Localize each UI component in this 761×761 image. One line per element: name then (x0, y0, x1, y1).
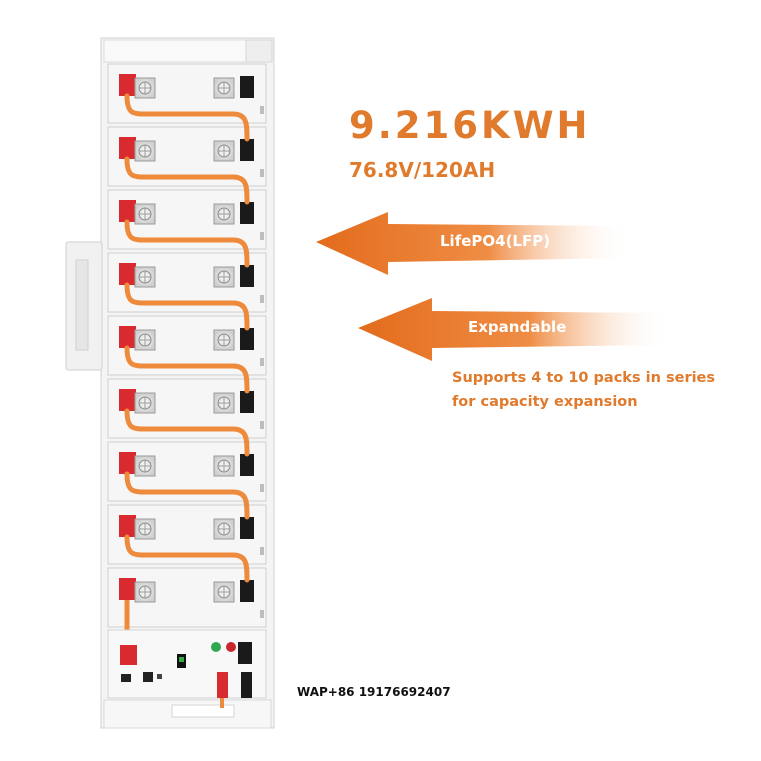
pack-positive-terminal (119, 200, 136, 222)
expansion-description-line1: Supports 4 to 10 packs in series (452, 370, 716, 386)
series-cable (124, 471, 250, 520)
series-cable (124, 156, 250, 205)
pack-negative-terminal (240, 265, 254, 287)
battery-packs (107, 63, 267, 651)
pack-negative-terminal (240, 76, 254, 98)
output-red-connector (217, 672, 228, 698)
series-cable (124, 93, 250, 142)
pack-negative-terminal (240, 517, 254, 539)
series-cable (124, 408, 250, 457)
voltage-capacity-spec: 76.8V/120AH (349, 158, 496, 182)
pack-positive-terminal (119, 137, 136, 159)
contact-number: WAP+86 19176692407 (297, 685, 451, 699)
pack-positive-terminal (119, 263, 136, 285)
pack-negative-terminal (240, 454, 254, 476)
status-indicator-red (226, 642, 236, 652)
series-cable (124, 219, 250, 268)
control-black-terminal (238, 642, 252, 664)
capacity-title: 9.216KWH (349, 104, 591, 147)
pack-negative-terminal (240, 391, 254, 413)
status-indicator-green (211, 642, 221, 652)
pack-positive-terminal (119, 326, 136, 348)
pack-positive-terminal (119, 515, 136, 537)
series-cable (124, 282, 250, 331)
lfp-arrow (316, 212, 630, 275)
pack-positive-terminal (119, 452, 136, 474)
pack-negative-terminal (240, 139, 254, 161)
series-cable (124, 534, 250, 583)
chemistry-label: LifePO4(LFP) (440, 232, 551, 250)
pack-negative-terminal (240, 202, 254, 224)
pack-positive-terminal (119, 74, 136, 96)
pack-negative-terminal (240, 580, 254, 602)
pack-negative-terminal (240, 328, 254, 350)
main-red-terminal (120, 645, 137, 665)
expansion-description-line2: for capacity expansion (452, 394, 638, 410)
series-cable (124, 345, 250, 394)
expandable-label: Expandable (468, 318, 567, 336)
pack-positive-terminal (119, 578, 136, 600)
pack-positive-terminal (119, 389, 136, 411)
control-box (107, 629, 267, 708)
expandable-arrow (358, 298, 670, 361)
output-black-connector (241, 672, 252, 698)
expansion-description: Supports 4 to 10 packs in series for cap… (452, 366, 715, 414)
